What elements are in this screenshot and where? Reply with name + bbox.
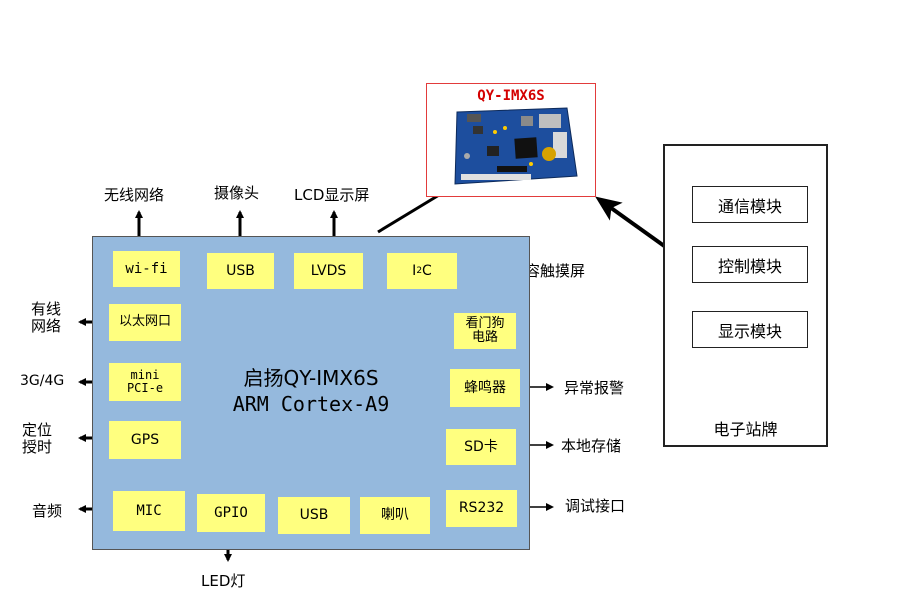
module-display: 显示模块	[692, 311, 808, 348]
chip-gpio: GPIO	[197, 494, 265, 532]
chip-watchdog-l2: 电路	[471, 330, 498, 345]
chip-ethernet: 以太网口	[109, 304, 181, 341]
label-3g4g: 3G/4G	[20, 373, 65, 389]
chip-watchdog: 看门狗 电路	[454, 313, 516, 349]
board-photo-frame: QY-IMX6S	[426, 83, 596, 197]
chip-i2c-prefix: I	[412, 262, 417, 279]
board-title-line1: 启扬QY-IMX6S	[243, 366, 379, 390]
label-positioning-l1: 定位	[22, 421, 53, 439]
module-control: 控制模块	[692, 246, 808, 283]
label-lcd-display: LCD显示屏	[294, 186, 370, 204]
chip-rs232: RS232	[446, 490, 517, 527]
label-wired-network: 有线 网络	[31, 300, 62, 336]
label-led: LED灯	[201, 572, 246, 590]
label-wired-l2: 网络	[31, 317, 62, 336]
label-alarm: 异常报警	[564, 379, 625, 397]
chip-usb-bottom: USB	[278, 497, 350, 534]
chip-i2c-suffix: C	[422, 262, 432, 279]
label-wireless-network: 无线网络	[104, 186, 165, 204]
chip-mic: MIC	[113, 491, 185, 531]
label-positioning-l2: 授时	[22, 438, 53, 457]
board-photo-image	[454, 107, 578, 185]
label-positioning: 定位 授时	[22, 421, 53, 457]
chip-lvds: LVDS	[294, 253, 363, 289]
chip-speaker: 喇叭	[360, 497, 430, 534]
board-title-line2: ARM Cortex-A9	[232, 392, 390, 416]
chip-wifi: wi-fi	[113, 251, 180, 287]
label-camera: 摄像头	[214, 184, 260, 202]
chip-sd: SD卡	[446, 429, 516, 465]
chip-buzzer: 蜂鸣器	[450, 369, 520, 407]
sign-caption: 电子站牌	[713, 420, 778, 439]
label-wired-l1: 有线	[31, 300, 62, 318]
chip-mini-pcie: mini PCI-e	[109, 363, 181, 401]
electronic-sign-box: 通信模块 控制模块 显示模块 电子站牌	[663, 144, 828, 447]
board-photo-link	[377, 190, 445, 234]
chip-watchdog-l1: 看门狗	[465, 315, 505, 331]
photo-title: QY-IMX6S	[477, 88, 545, 104]
label-debug-port: 调试接口	[565, 497, 626, 515]
label-audio: 音频	[32, 502, 63, 520]
module-communication: 通信模块	[692, 186, 808, 223]
chip-gps: GPS	[109, 421, 181, 459]
chip-i2c-sup: 2	[416, 265, 423, 276]
label-local-storage: 本地存储	[561, 437, 622, 455]
chip-mini-pcie-l1: mini	[130, 367, 160, 382]
chip-mini-pcie-l2: PCI-e	[126, 381, 164, 395]
board-block: 启扬QY-IMX6S ARM Cortex-A9 wi-fi USB LVDS …	[92, 236, 530, 550]
chip-usb-top: USB	[207, 253, 274, 289]
